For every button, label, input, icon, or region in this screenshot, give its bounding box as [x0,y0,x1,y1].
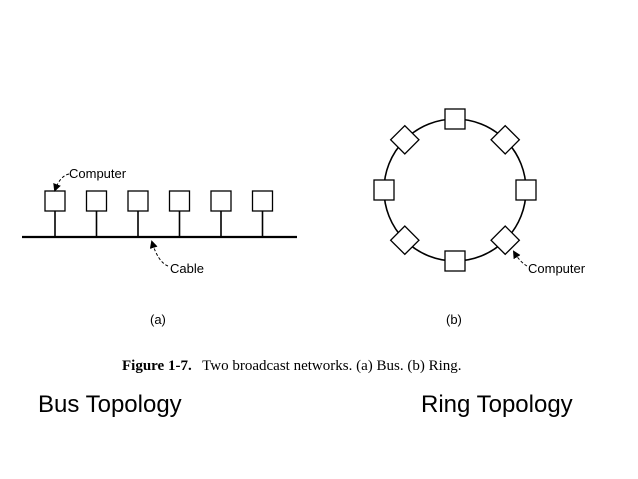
ring-computer-arrow [512,250,528,267]
bus-computer-arrow [53,173,70,192]
ring-sublabel: (b) [446,312,462,327]
ring-computer-node [490,124,521,155]
ring-computer-node [389,225,420,256]
bus-computer-node [85,190,108,212]
ring-computer-node [515,179,537,201]
ring-computer-node [389,124,420,155]
bus-topology: Computer Cable (a) [22,166,297,327]
ring-computer-node [490,225,521,256]
ring-computer-node [444,250,466,272]
figure-caption: Figure 1-7. Two broadcast networks. (a) … [122,357,462,374]
bus-computer-node [251,190,274,212]
figure-number: Figure 1-7. [122,358,192,374]
figure-caption-text: Two broadcast networks. (a) Bus. (b) Rin… [202,358,461,374]
ring-computers [373,108,537,272]
bus-computer-node [44,190,66,212]
ring-computer-node [373,179,395,201]
bus-computer-node [168,190,191,212]
bus-cable-arrow [149,240,169,267]
bus-computer-node [127,190,149,212]
bus-cable-label: Cable [170,261,204,276]
ring-topology: Computer (b) [373,108,586,327]
ring-computer-label: Computer [528,261,586,276]
bus-computer-node [210,190,232,212]
ring-topology-title: Ring Topology [421,391,573,418]
bus-computer-label: Computer [69,166,127,181]
bus-sublabel: (a) [150,312,166,327]
bus-topology-title: Bus Topology [38,391,182,418]
bus-computers [44,190,274,237]
ring-computer-node [444,108,466,130]
